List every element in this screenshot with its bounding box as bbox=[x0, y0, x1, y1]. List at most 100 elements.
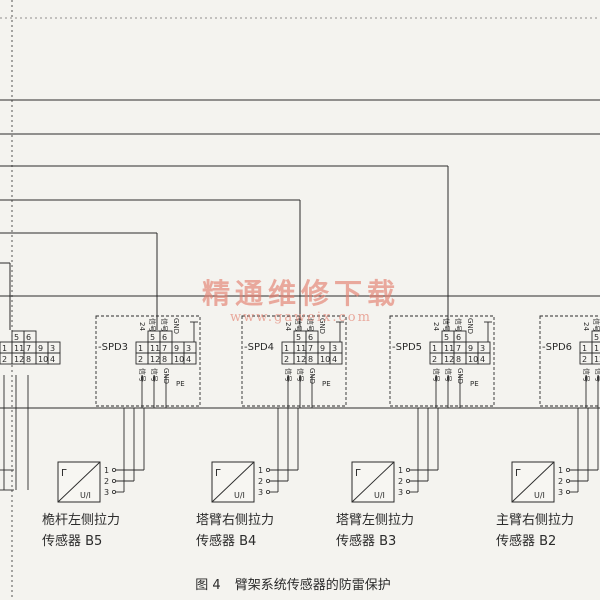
sensor-ui-symbol: U/I bbox=[374, 491, 385, 500]
terminal-number: 4 bbox=[332, 355, 337, 364]
sensor-gamma-symbol: Γ bbox=[355, 468, 361, 479]
sensor-pin-terminal bbox=[112, 467, 117, 472]
terminal-number: 5 bbox=[296, 333, 301, 342]
terminal-number: 3 bbox=[332, 344, 337, 353]
sensor-pin-terminal bbox=[566, 489, 571, 494]
terminal-number: 1 bbox=[432, 344, 437, 353]
terminal-number: 2 bbox=[284, 355, 289, 364]
sensor-ui-symbol: U/I bbox=[80, 491, 91, 500]
terminal-number: 3 bbox=[480, 344, 485, 353]
sensor-pin-terminal bbox=[405, 489, 410, 494]
sensor-tag: 传感器 B3 bbox=[336, 533, 396, 549]
sensor-pin-terminal bbox=[265, 478, 270, 483]
sensor-pin-terminal bbox=[405, 478, 410, 483]
pin-signal-mark: 信号 bbox=[594, 368, 600, 382]
watermark: 精通维修下载 www.gaweix.com bbox=[176, 272, 426, 325]
sensor-pin-number: 2 bbox=[104, 477, 109, 486]
sensor-pin-number: 2 bbox=[398, 477, 403, 486]
sensor-ui-symbol: U/I bbox=[234, 491, 245, 500]
sensor-name: 塔臂左侧拉力 bbox=[336, 513, 414, 528]
terminal-number: 2 bbox=[138, 355, 143, 364]
spd-label: -SPD6 bbox=[542, 342, 572, 353]
terminal-number: 11 bbox=[444, 344, 454, 353]
pin-pe-mark: PE bbox=[176, 380, 185, 388]
sensor-pin-terminal bbox=[566, 467, 571, 472]
terminal-number: 3 bbox=[186, 344, 191, 353]
sensor-ui-symbol: U/I bbox=[534, 491, 545, 500]
sensor-tag: 传感器 B5 bbox=[42, 533, 102, 549]
terminal-number: 4 bbox=[480, 355, 485, 364]
pin-signal-mark: 信号 bbox=[148, 318, 157, 332]
sensor-pin-number: 1 bbox=[398, 466, 403, 475]
sensor-diagonal bbox=[351, 461, 395, 503]
pin-signal-mark: 信号 bbox=[592, 318, 600, 332]
terminal-number: 5 bbox=[14, 333, 19, 342]
sensor-tag: 传感器 B4 bbox=[196, 533, 256, 549]
sensor-diagonal bbox=[511, 461, 555, 503]
terminal-number: 9 bbox=[174, 344, 179, 353]
spd-module-6: -SPD612111278910345624信号信号GND信号信号GNDPE bbox=[539, 315, 600, 408]
terminal-number: 8 bbox=[162, 355, 167, 364]
pin-24-mark: 24 bbox=[582, 322, 590, 331]
sensor-gamma-symbol: Γ bbox=[61, 468, 67, 479]
terminal-number: 7 bbox=[26, 344, 31, 353]
terminal-cell bbox=[329, 352, 343, 365]
terminal-number: 9 bbox=[320, 344, 325, 353]
terminal-number: 12 bbox=[14, 355, 24, 364]
sensor-pin-number: 3 bbox=[398, 488, 403, 497]
caption-number: 图 4 bbox=[195, 578, 221, 593]
sensor-pin-terminal bbox=[112, 489, 117, 494]
pin-gnd-mark: GND bbox=[466, 318, 474, 334]
spd-module-box bbox=[241, 315, 347, 407]
terminal-number: 10 bbox=[174, 355, 184, 364]
sensor-pin-number: 1 bbox=[558, 466, 563, 475]
terminal-number: 3 bbox=[50, 344, 55, 353]
pin-24-mark: 24 bbox=[432, 322, 440, 331]
sensor-pin-number: 2 bbox=[558, 477, 563, 486]
terminal-cell bbox=[477, 352, 491, 365]
sensor-gamma-symbol: Γ bbox=[515, 468, 521, 479]
spd-label: -SPD4 bbox=[244, 342, 274, 353]
sensor-pin-number: 2 bbox=[258, 477, 263, 486]
terminal-number: 11 bbox=[296, 344, 306, 353]
pin-signal-mark: 信号 bbox=[284, 368, 293, 382]
pin-gnd-mark: GND bbox=[172, 318, 180, 334]
terminal-number: 10 bbox=[320, 355, 330, 364]
sensor-pin-number: 1 bbox=[104, 466, 109, 475]
terminal-number: 6 bbox=[162, 333, 167, 342]
terminal-number: 1 bbox=[582, 344, 587, 353]
pin-signal-mark: 信号 bbox=[444, 368, 453, 382]
terminal-number: 2 bbox=[432, 355, 437, 364]
terminal-number: 6 bbox=[308, 333, 313, 342]
terminal-cell bbox=[591, 352, 600, 365]
sensor-pin-terminal bbox=[566, 478, 571, 483]
terminal-number: 8 bbox=[456, 355, 461, 364]
sensor-pin-number: 3 bbox=[104, 488, 109, 497]
terminal-cell bbox=[23, 330, 37, 343]
pin-signal-mark: 信号 bbox=[582, 368, 591, 382]
terminal-cell bbox=[453, 330, 467, 343]
terminal-cell bbox=[305, 330, 319, 343]
sensor-pin-number: 3 bbox=[558, 488, 563, 497]
terminal-number: 4 bbox=[50, 355, 55, 364]
terminal-number: 12 bbox=[296, 355, 306, 364]
terminal-number: 1 bbox=[138, 344, 143, 353]
terminal-number: 9 bbox=[38, 344, 43, 353]
pin-24-mark: 24 bbox=[138, 322, 146, 331]
terminal-cell bbox=[159, 330, 173, 343]
terminal-cell bbox=[183, 352, 197, 365]
pin-signal-mark: 信号 bbox=[150, 368, 159, 382]
sensor-name: 主臂右侧拉力 bbox=[496, 513, 574, 528]
